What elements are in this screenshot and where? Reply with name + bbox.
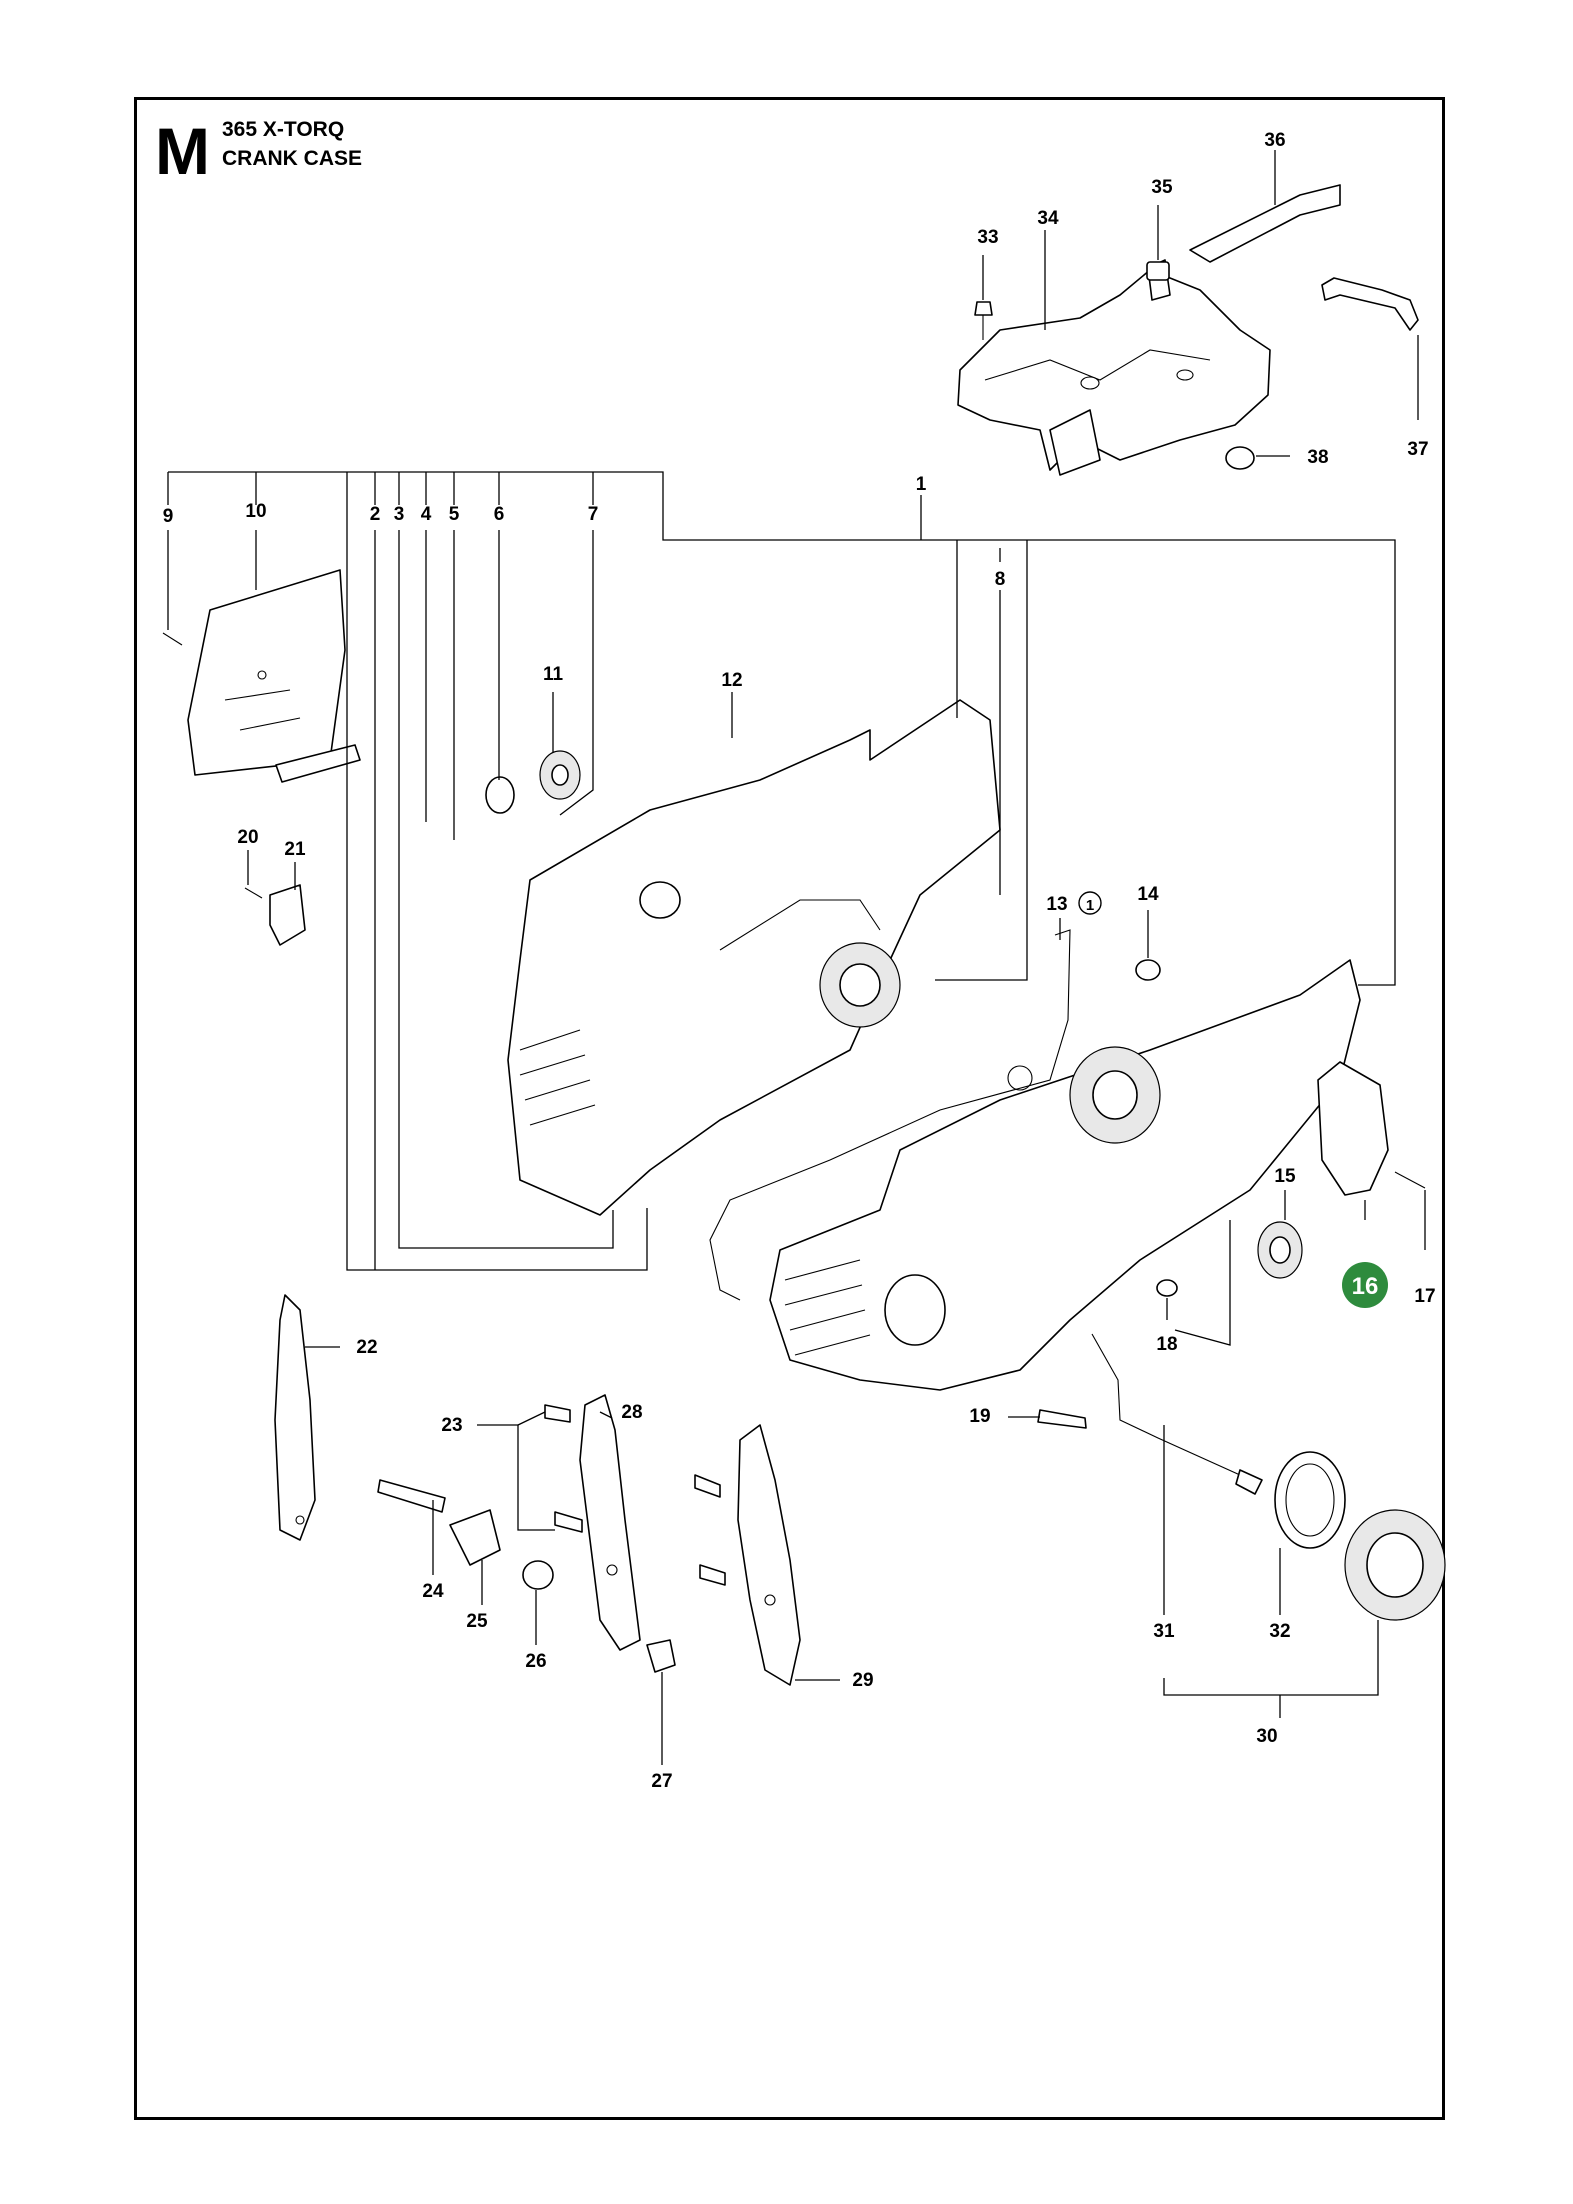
callout-labels: 1 2 3 4 5 6 7 8 9 10 11 12 13 14 15 17 1… [163,130,1436,1792]
callout-37: 37 [1407,439,1428,460]
leader-lines [167,150,1426,1765]
callout-23: 23 [441,1415,462,1436]
circled-mark [1078,891,1102,915]
callout-21: 21 [284,839,306,860]
callout-1: 1 [916,474,927,495]
callout-15: 15 [1274,1166,1296,1187]
highlight-marker-16 [1342,1262,1388,1308]
callout-7: 7 [588,504,599,525]
part-drawings [162,184,1446,1686]
callout-5: 5 [449,504,460,525]
callout-24: 24 [422,1581,444,1602]
callout-17: 17 [1414,1286,1435,1307]
callout-33: 33 [977,227,998,248]
callout-38: 38 [1307,447,1328,468]
callout-36: 36 [1264,130,1285,151]
callout-19: 19 [969,1406,990,1427]
callout-12: 12 [721,670,742,691]
callout-4: 4 [421,504,432,525]
callout-34: 34 [1037,208,1059,229]
callout-2: 2 [370,504,381,525]
callout-22: 22 [356,1337,377,1358]
callout-13: 13 [1046,894,1067,915]
callout-26: 26 [525,1651,546,1672]
callout-28: 28 [621,1402,642,1423]
section-letter: M [155,114,210,188]
callout-25: 25 [466,1611,488,1632]
callout-30: 30 [1256,1726,1277,1747]
callout-16: 16 [1352,1273,1379,1300]
callout-20: 20 [237,827,258,848]
callout-29: 29 [852,1670,873,1691]
callout-11: 11 [543,664,564,685]
callout-18: 18 [1156,1334,1177,1355]
model-name: 365 X-TORQ [222,118,345,141]
circled-mark-number: 1 [1086,897,1094,914]
callout-6: 6 [494,504,505,525]
callout-8: 8 [995,569,1006,590]
callout-31: 31 [1153,1621,1175,1642]
callout-3: 3 [394,504,405,525]
callout-9: 9 [163,506,174,527]
callout-10: 10 [245,501,266,522]
callout-27: 27 [651,1771,672,1792]
callout-32: 32 [1269,1621,1290,1642]
section-title: CRANK CASE [222,147,363,170]
callout-14: 14 [1137,884,1159,905]
callout-35: 35 [1151,177,1173,198]
